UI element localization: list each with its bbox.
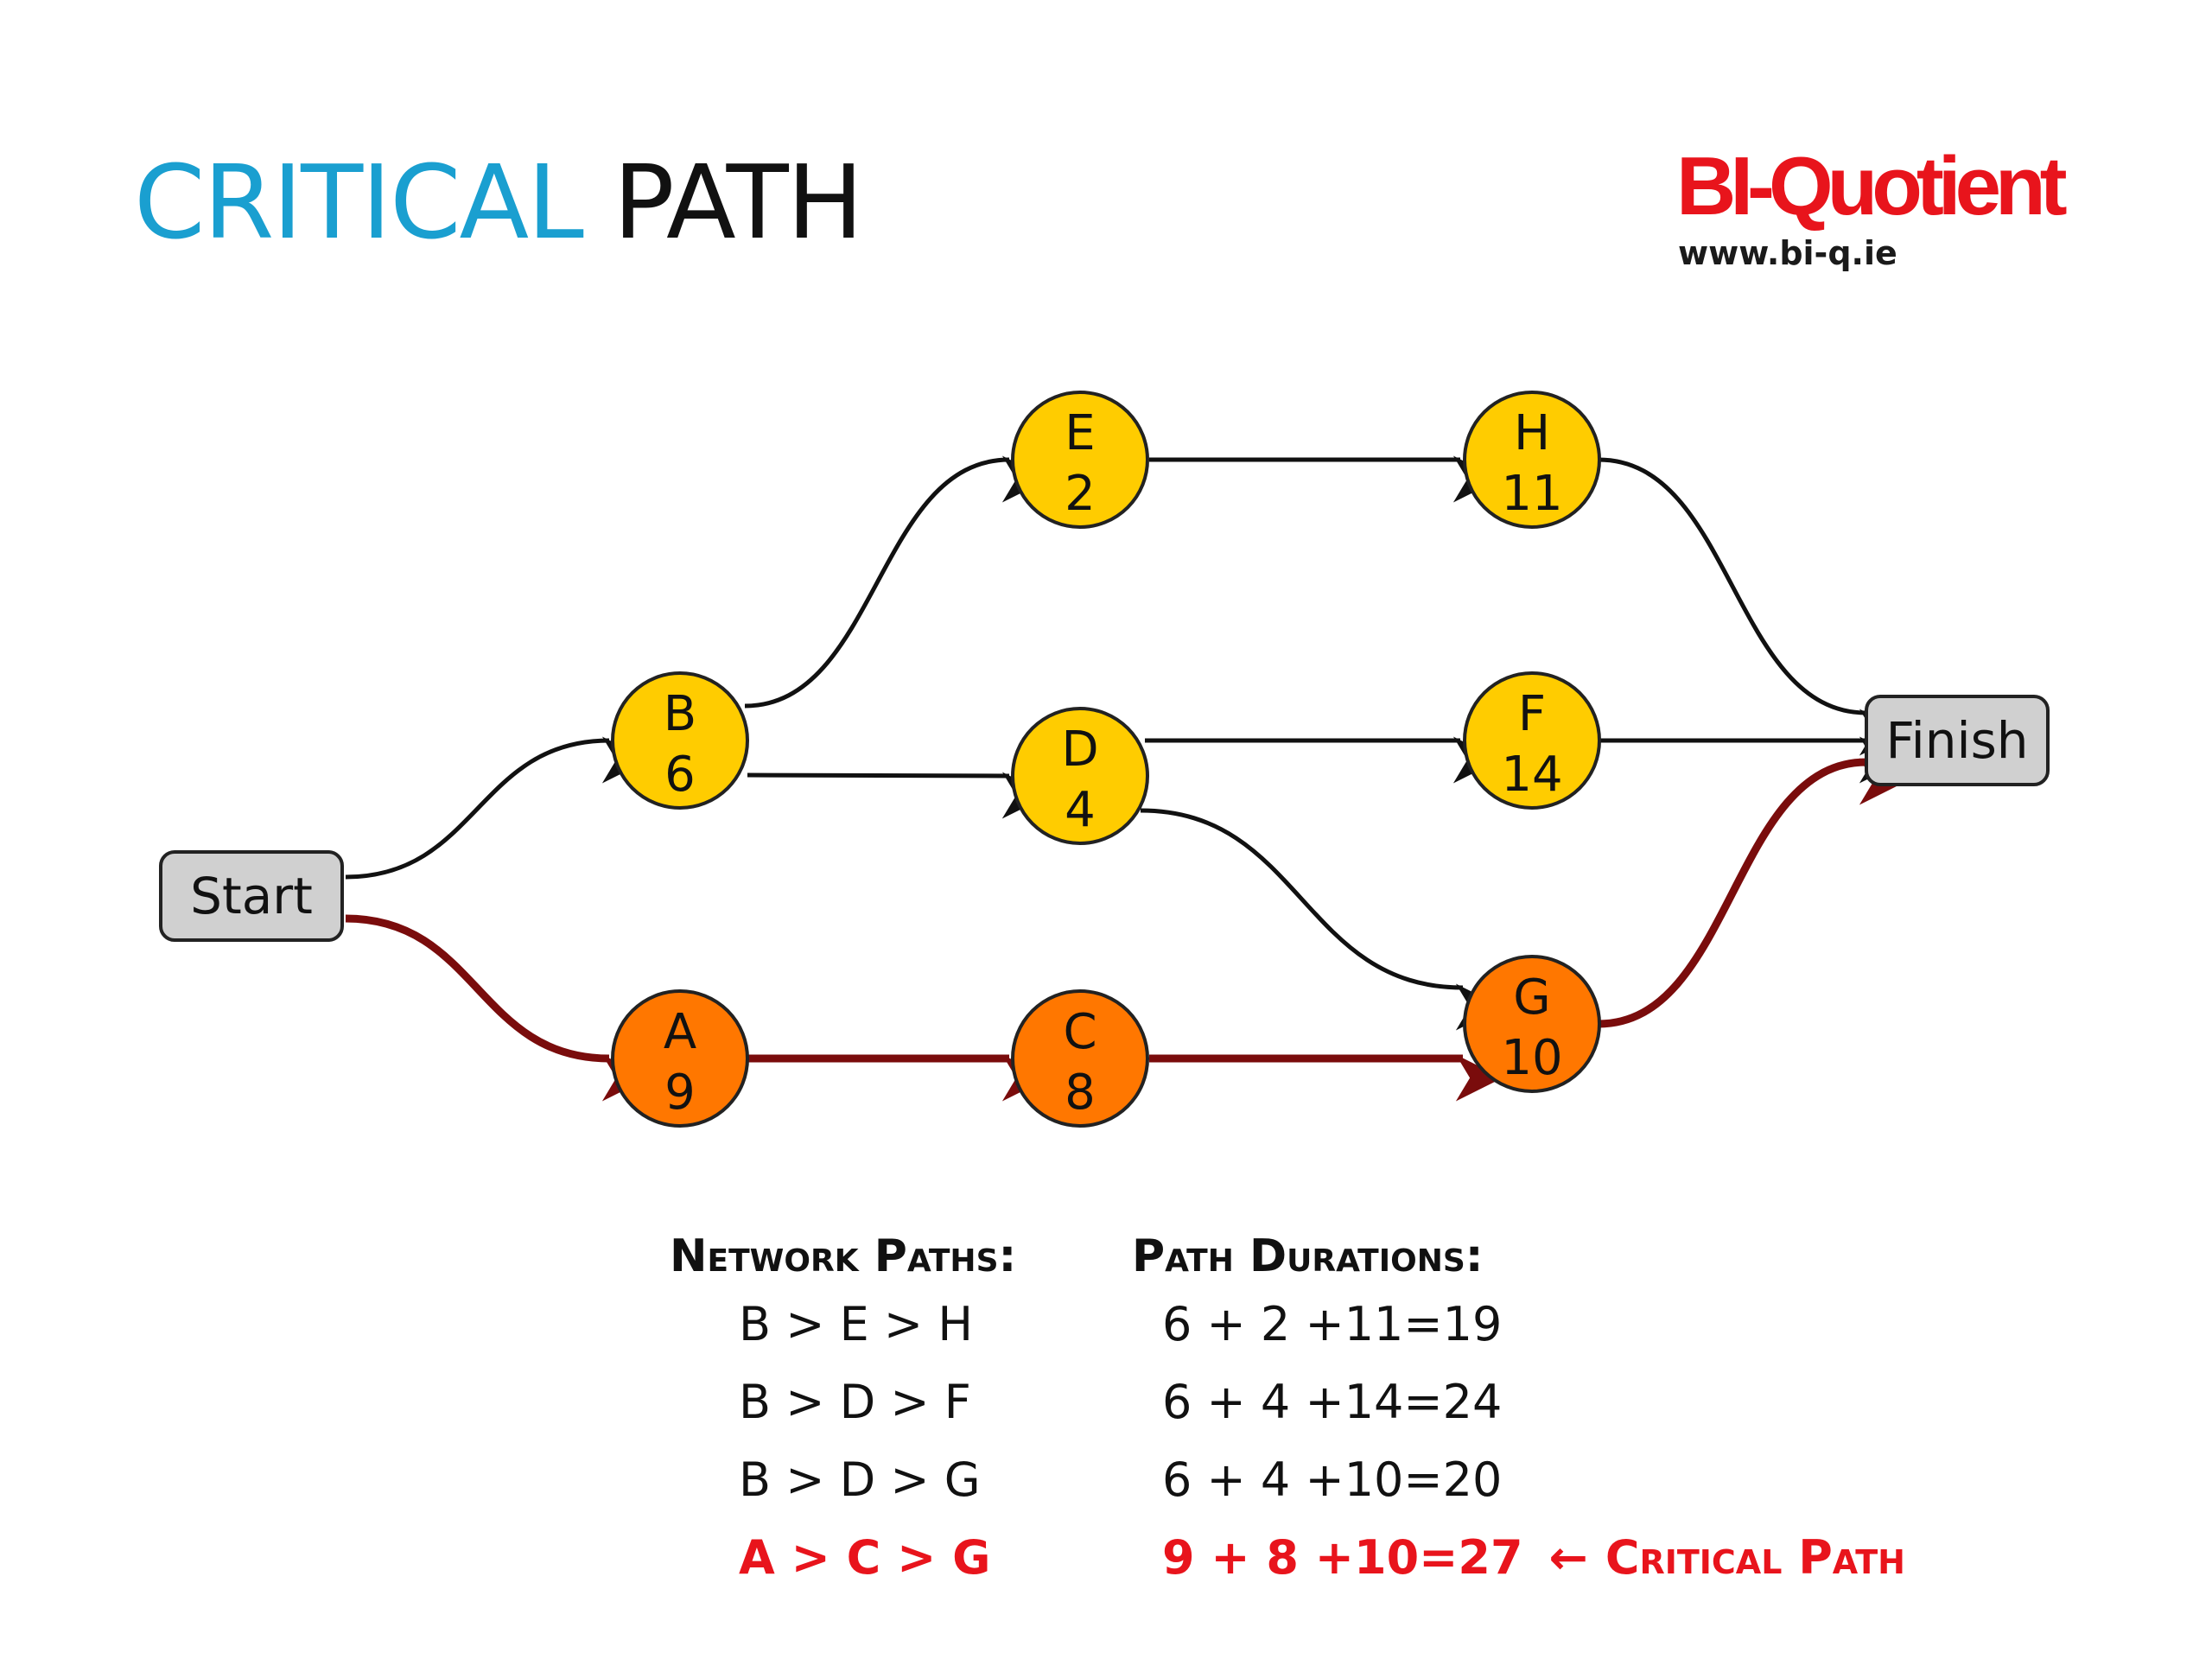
critical-duration-row: 9 + 8 +10=27 ← Critical Path bbox=[1132, 1519, 1905, 1597]
node-id-label: F bbox=[1518, 686, 1546, 742]
critical-path-note: Critical Path bbox=[1605, 1530, 1905, 1585]
node-circle bbox=[1011, 707, 1149, 845]
node-duration-label: 4 bbox=[1065, 782, 1096, 838]
start-box: Start bbox=[159, 850, 344, 942]
node-id-label: C bbox=[1063, 1004, 1096, 1060]
path-durations-header: Path Durations: bbox=[1132, 1230, 1484, 1282]
path-durations-column: Path Durations: 6 + 2 +11=19 6 + 4 +14=2… bbox=[1132, 1227, 1905, 1597]
duration-row: 6 + 2 +11=19 bbox=[1162, 1297, 1503, 1351]
node-id-label: G bbox=[1513, 969, 1550, 1026]
critical-duration: 9 + 8 +10=27 bbox=[1162, 1530, 1523, 1585]
logo-wordmark: BI-Quotient bbox=[1676, 140, 2068, 232]
node-f: F14 bbox=[1463, 671, 1601, 810]
network-paths-column: Network Paths: B > E > H B > D > F B > D… bbox=[670, 1227, 1016, 1597]
duration-row: 6 + 4 +14=24 bbox=[1162, 1375, 1503, 1429]
node-c: C8 bbox=[1011, 989, 1149, 1128]
brand-logo: BI-Quotient www.bi-q.ie bbox=[1676, 140, 2068, 272]
node-id-label: A bbox=[664, 1004, 696, 1060]
node-b: B6 bbox=[611, 671, 749, 810]
edge-start-a bbox=[345, 914, 649, 1102]
node-duration-label: 9 bbox=[664, 1065, 696, 1121]
finish-label: Finish bbox=[1885, 711, 2028, 770]
network-paths-header: Network Paths: bbox=[670, 1230, 1017, 1282]
page-title: CRITICAL PATH bbox=[134, 151, 863, 253]
path-row: B > D > G bbox=[739, 1452, 981, 1507]
node-circle bbox=[1463, 391, 1601, 529]
node-id-label: B bbox=[664, 686, 696, 742]
edge-b-d bbox=[747, 772, 1049, 819]
node-h: H11 bbox=[1463, 391, 1601, 529]
node-duration-label: 11 bbox=[1501, 466, 1562, 522]
node-duration-label: 6 bbox=[664, 747, 696, 803]
node-a: A9 bbox=[611, 989, 749, 1128]
edge-b-e bbox=[744, 455, 1049, 709]
node-d: D4 bbox=[1011, 707, 1149, 845]
duration-row: 6 + 4 +10=20 bbox=[1162, 1452, 1503, 1507]
start-label: Start bbox=[190, 867, 313, 925]
edge-d-g bbox=[1140, 808, 1503, 1031]
node-duration-label: 2 bbox=[1065, 466, 1096, 522]
path-row: B > D > F bbox=[739, 1375, 971, 1429]
path-row: B > E > H bbox=[739, 1297, 973, 1351]
finish-box-shape bbox=[1865, 695, 2050, 786]
left-arrow-icon: ← bbox=[1548, 1530, 1588, 1585]
title-rest: PATH bbox=[613, 143, 863, 262]
node-e: E2 bbox=[1011, 391, 1149, 529]
node-circle bbox=[1463, 955, 1601, 1093]
edges-layer bbox=[345, 455, 1906, 1102]
node-duration-label: 14 bbox=[1501, 747, 1562, 803]
edge-g-finish bbox=[1598, 758, 1906, 1028]
finish-box: Finish bbox=[1865, 695, 2050, 786]
title-highlight: CRITICAL bbox=[134, 143, 584, 262]
node-id-label: H bbox=[1514, 405, 1550, 461]
node-duration-label: 8 bbox=[1065, 1065, 1096, 1121]
edge-h-finish bbox=[1598, 457, 1906, 756]
node-duration-label: 10 bbox=[1501, 1030, 1562, 1086]
node-circle bbox=[611, 671, 749, 810]
start-box-shape bbox=[159, 850, 344, 942]
edge-start-b bbox=[345, 736, 649, 880]
node-g: G10 bbox=[1463, 955, 1601, 1093]
node-circle bbox=[611, 989, 749, 1128]
node-id-label: D bbox=[1061, 721, 1098, 778]
node-circle bbox=[1463, 671, 1601, 810]
logo-url: www.bi-q.ie bbox=[1678, 234, 1897, 272]
critical-path-row: A > C > G bbox=[739, 1530, 991, 1585]
node-id-label: E bbox=[1065, 405, 1095, 461]
node-circle bbox=[1011, 989, 1149, 1128]
node-circle bbox=[1011, 391, 1149, 529]
